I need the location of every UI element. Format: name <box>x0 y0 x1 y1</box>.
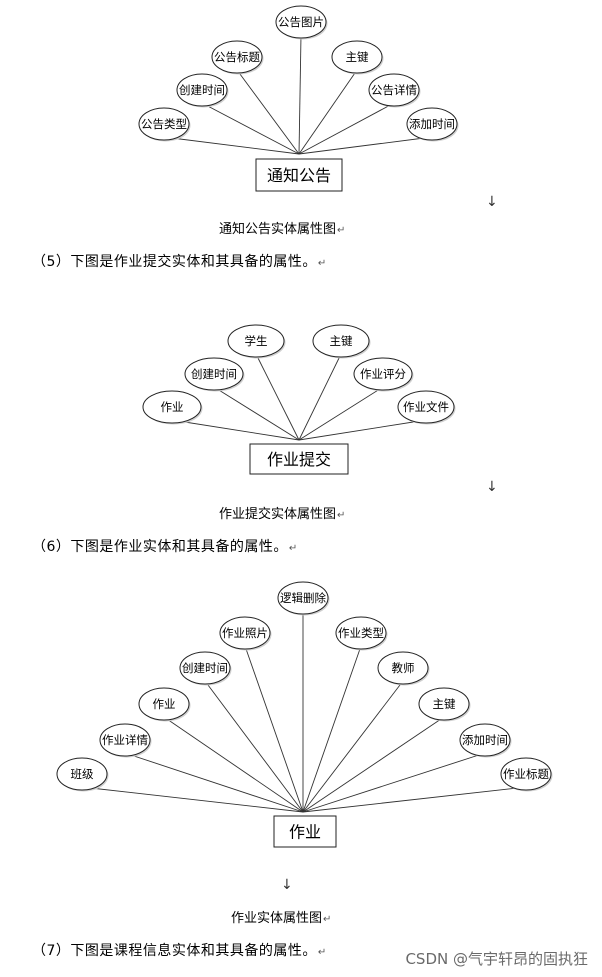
attribute-label: 教师 <box>392 661 415 675</box>
attribute-label: 添加时间 <box>462 733 508 747</box>
attribute-ellipse: 创建时间 <box>184 357 245 392</box>
attribute-label: 创建时间 <box>182 661 228 675</box>
attribute-ellipse: 公告类型 <box>138 107 191 142</box>
attribute-ellipse: 作业文件 <box>397 390 456 425</box>
down-arrow-mark: ↓ <box>486 479 498 495</box>
attribute-ellipse: 学生 <box>227 324 286 359</box>
attribute-label: 公告类型 <box>141 117 187 131</box>
attribute-label: 作业 <box>161 400 184 414</box>
connector-line <box>163 136 300 155</box>
down-arrow-mark: ↓ <box>281 877 293 893</box>
connector-line <box>124 752 304 813</box>
attribute-ellipse: 添加时间 <box>459 723 512 758</box>
attribute-label: 添加时间 <box>409 117 455 131</box>
attribute-ellipse: 创建时间 <box>176 73 229 108</box>
attribute-label: 公告图片 <box>278 15 324 29</box>
paragraph-5: （5）下图是作业提交实体和其具备的属性。↵ <box>32 254 327 270</box>
attribute-label: 创建时间 <box>179 83 225 97</box>
entity-box: 通知公告 <box>255 158 343 192</box>
connector-line <box>298 102 395 155</box>
connector-line <box>298 353 342 441</box>
attribute-ellipse: 主键 <box>418 687 471 722</box>
attribute-label: 作业照片 <box>222 626 268 640</box>
connector-line <box>302 752 486 813</box>
connector-line <box>213 386 300 441</box>
attribute-ellipse: 创建时间 <box>179 651 232 686</box>
attribute-label: 公告标题 <box>214 50 260 64</box>
connector-line <box>298 34 302 155</box>
connector-line <box>201 102 300 155</box>
entity-box: 作业提交 <box>249 443 349 475</box>
attribute-label: 主键 <box>433 697 456 711</box>
attribute-label: 作业类型 <box>338 626 384 640</box>
caption-notice: 通知公告实体属性图↵ <box>219 222 346 237</box>
attribute-ellipse: 逻辑删除 <box>277 581 330 616</box>
attribute-ellipse: 公告详情 <box>368 73 421 108</box>
attribute-ellipse: 公告图片 <box>275 5 328 40</box>
connector-line <box>302 716 445 813</box>
attribute-label: 作业标题 <box>503 767 549 781</box>
caption-submission: 作业提交实体属性图↵ <box>219 507 346 522</box>
connector-line <box>204 680 304 813</box>
attribute-ellipse: 班级 <box>56 757 109 792</box>
attribute-ellipse: 主键 <box>312 324 371 359</box>
caption-homework: 作业实体属性图↵ <box>231 911 332 926</box>
attribute-label: 主键 <box>330 334 353 348</box>
connector-line <box>244 645 304 813</box>
attribute-ellipse: 作业 <box>142 390 203 425</box>
attribute-ellipse: 作业评分 <box>353 357 414 392</box>
watermark: CSDN @气宇轩昂的固执狂 <box>403 948 590 969</box>
connector-line <box>298 136 433 155</box>
attribute-label: 作业文件 <box>403 400 449 414</box>
entity-label: 作业提交 <box>267 450 331 469</box>
paragraph-7: （7）下图是课程信息实体和其具备的属性。↵ <box>32 943 327 959</box>
connector-line <box>236 69 300 155</box>
attribute-label: 公告详情 <box>371 83 417 97</box>
connector-line <box>163 716 304 813</box>
attribute-ellipse: 作业类型 <box>335 616 388 651</box>
entity-label: 通知公告 <box>267 166 331 185</box>
attribute-ellipse: 主键 <box>331 40 384 75</box>
connector-line <box>298 386 384 441</box>
attribute-label: 学生 <box>245 334 268 348</box>
attribute-ellipse: 作业详情 <box>99 723 152 758</box>
attribute-ellipse: 公告标题 <box>211 40 264 75</box>
attribute-ellipse: 教师 <box>377 651 430 686</box>
connector-line <box>302 786 527 813</box>
attribute-ellipse: 作业标题 <box>500 757 553 792</box>
connector-line <box>302 680 404 813</box>
attribute-label: 班级 <box>71 767 94 781</box>
entity-label: 作业 <box>289 823 321 842</box>
attribute-label: 作业详情 <box>102 733 148 747</box>
entity-box: 作业 <box>273 815 337 848</box>
attribute-label: 主键 <box>346 50 369 64</box>
attribute-label: 作业评分 <box>360 367 406 381</box>
attribute-ellipse: 作业 <box>138 687 191 722</box>
connector-line <box>302 645 362 813</box>
attribute-label: 逻辑删除 <box>280 591 326 605</box>
paragraph-6: （6）下图是作业实体和其具备的属性。↵ <box>32 539 298 555</box>
attribute-label: 创建时间 <box>191 367 237 381</box>
attribute-label: 作业 <box>153 697 176 711</box>
connector-line <box>298 419 427 441</box>
connector-line <box>298 69 358 155</box>
connector-line <box>81 786 304 813</box>
connector-line <box>255 353 300 441</box>
attribute-ellipse: 添加时间 <box>406 107 459 142</box>
connector-line <box>171 419 300 441</box>
attribute-ellipse: 作业照片 <box>219 616 272 651</box>
down-arrow-mark: ↓ <box>486 194 498 210</box>
